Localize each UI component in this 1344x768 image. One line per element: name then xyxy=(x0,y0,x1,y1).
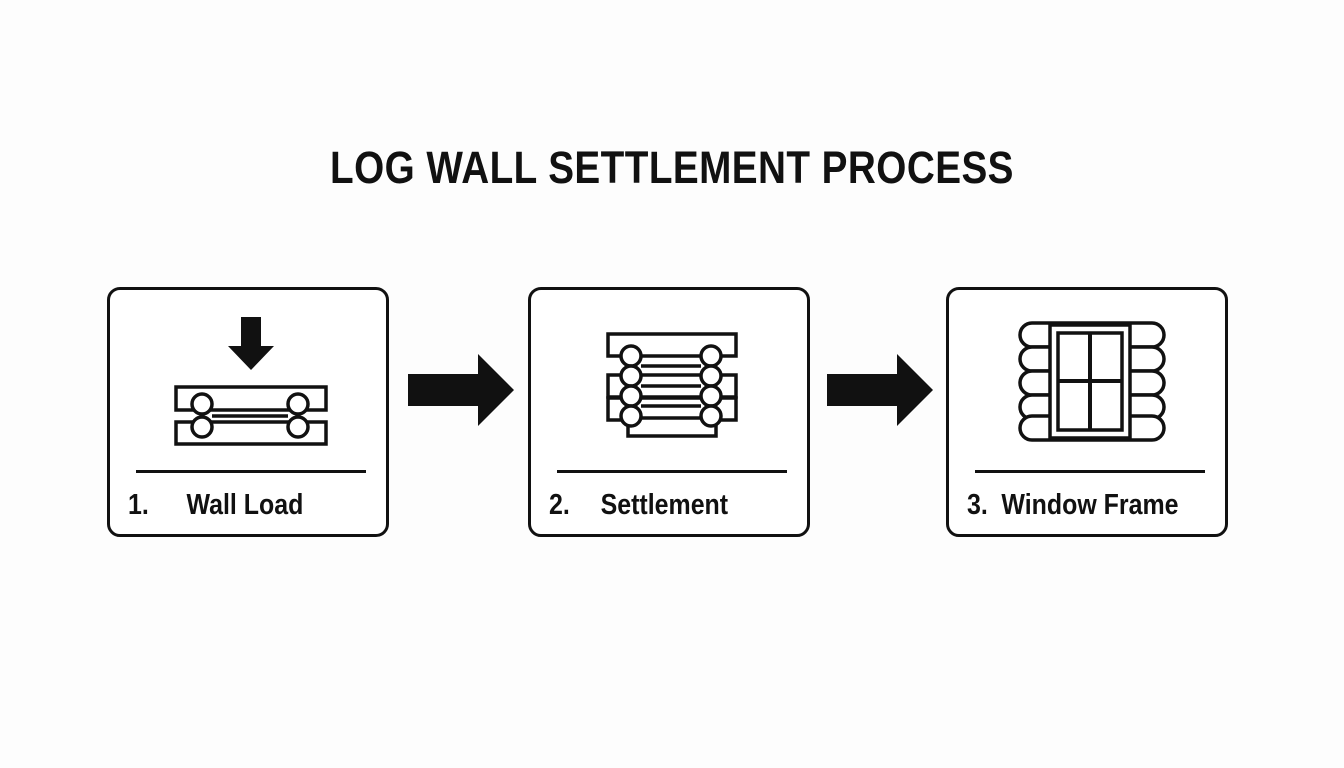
log-stack-settlement-icon xyxy=(606,332,738,438)
step-label: 1. Wall Load xyxy=(110,487,392,523)
step-number: 2. xyxy=(549,489,570,521)
step-label: 3. Window Frame xyxy=(949,487,1231,523)
step-divider xyxy=(975,470,1205,473)
step-number: 3. xyxy=(967,489,988,521)
step-panel-wall-load: 1. Wall Load xyxy=(107,287,389,537)
right-arrow-icon xyxy=(827,354,933,426)
diagram-title: LOG WALL SETTLEMENT PROCESS xyxy=(330,142,1014,193)
step-number: 1. xyxy=(128,489,149,521)
step-panel-settlement: 2. Settlement xyxy=(528,287,810,537)
step-divider xyxy=(136,470,366,473)
step-divider xyxy=(557,470,787,473)
step-label: 2. Settlement xyxy=(531,487,813,523)
log-wall-load-icon xyxy=(174,317,328,446)
step-name: Wall Load xyxy=(186,489,304,521)
step-panel-window-frame: 3. Window Frame xyxy=(946,287,1228,537)
log-wall-window-frame-icon xyxy=(1018,321,1166,442)
step-name: Window Frame xyxy=(1001,489,1179,521)
step-name: Settlement xyxy=(600,489,729,521)
right-arrow-icon xyxy=(408,354,514,426)
